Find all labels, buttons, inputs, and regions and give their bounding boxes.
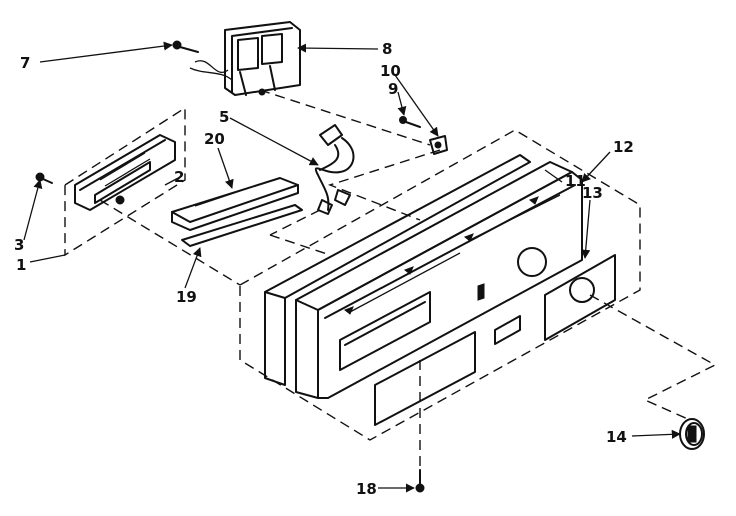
callout-20: 20 [204,130,225,148]
callout-9: 9 [388,80,398,98]
callout-labels: 7 8 10 9 5 20 2 12 11 13 3 1 19 14 18 [14,40,634,498]
callout-13: 13 [582,184,603,202]
callout-7: 7 [20,54,30,72]
control-panel-part [295,161,583,399]
timer-assembly-part [189,21,301,96]
callout-leaders [23,41,681,493]
control-group-dashed-box [64,106,186,257]
callout-19: 19 [176,288,197,306]
callout-18: 18 [356,480,377,498]
screw-part-right [399,116,421,128]
callout-11: 11 [565,172,586,190]
callout-1: 1 [16,256,26,274]
callout-5: 5 [219,108,229,126]
assembly-guide-lines [99,89,717,470]
switch-bracket-part [74,134,176,211]
trim-strip-upper-part [171,177,299,231]
callout-14: 14 [606,428,627,446]
callout-10: 10 [380,62,401,80]
screw-part-bottom [415,469,425,493]
console-outer-panel-part [239,129,641,441]
clip-part [429,135,448,155]
screw-part-left [35,172,53,184]
panel-overlay-part [374,254,616,426]
wire-harness-part [314,124,355,215]
trim-strip-lower-part [181,204,303,247]
callout-3: 3 [14,236,24,254]
screw-part-top [172,40,199,53]
callout-2: 2 [174,168,184,186]
callout-12: 12 [613,138,634,156]
control-knob-part [679,418,705,450]
callout-8: 8 [382,40,392,58]
